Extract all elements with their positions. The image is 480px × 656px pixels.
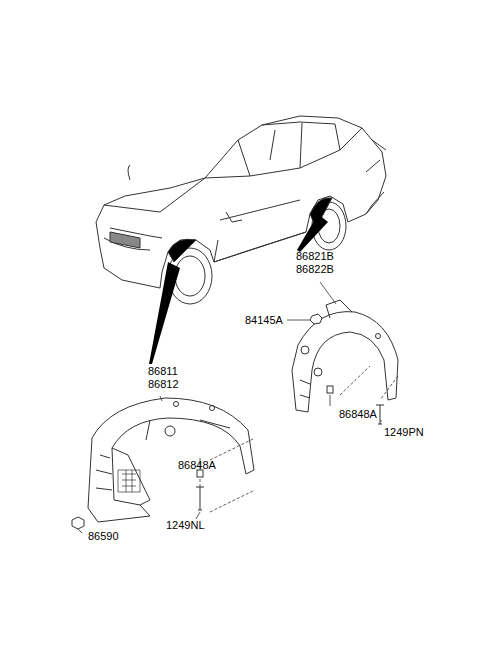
leader-lines	[78, 282, 398, 533]
callout-number: 86848A	[178, 459, 216, 472]
rear-wheel-liner	[292, 300, 398, 412]
leader-wedge	[149, 262, 180, 364]
callout-number: 86821B	[296, 250, 334, 263]
callout-number: 1249NL	[166, 519, 205, 532]
callout-number: 86811	[148, 365, 178, 378]
fasteners	[72, 314, 384, 529]
car-illustration	[96, 116, 386, 304]
callout-number: 86822B	[296, 263, 334, 276]
callout-number: 86590	[88, 530, 119, 543]
callout-number: 84145A	[245, 314, 283, 327]
callout-number: 1249PN	[384, 426, 424, 439]
leader-wedge	[297, 214, 328, 252]
front-wheel-liner	[88, 398, 254, 522]
callout-number: 86812	[148, 378, 179, 391]
callout-number: 86848A	[339, 408, 377, 421]
